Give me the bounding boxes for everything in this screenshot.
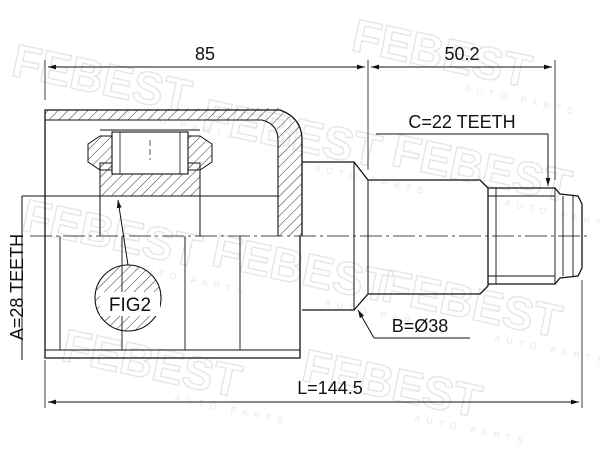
fig2-leader xyxy=(116,199,129,266)
fig2-callout: FIG2 xyxy=(94,199,162,332)
roller-cap-right xyxy=(187,135,213,171)
roller-cap-left xyxy=(87,135,113,171)
watermark-logo: FEBEST AUTO PARTS xyxy=(57,318,289,427)
housing-wall-hatch xyxy=(45,108,302,236)
fig2-label-bg xyxy=(100,292,160,316)
tripod-bearing xyxy=(87,129,213,197)
watermark-brand: FEBEST xyxy=(348,9,536,98)
dim-50-label: 50.2 xyxy=(444,44,479,64)
b-diameter-label: B=Ø38 xyxy=(392,316,449,336)
dim-shaft-diameter: B=Ø38 xyxy=(357,309,470,339)
dim-outer-spline: C=22 TEETH xyxy=(376,112,551,186)
dim-spline-length: 50.2 xyxy=(371,44,556,180)
dim-inner-spline: A=28 TEETH xyxy=(7,195,100,360)
fig2-label: FIG2 xyxy=(109,295,151,316)
dim-85-label: 85 xyxy=(195,44,215,64)
output-shaft xyxy=(302,161,583,311)
housing-outline-lower xyxy=(44,236,301,359)
dim-total-length: L=144.5 xyxy=(44,280,583,408)
leader-line xyxy=(357,309,375,339)
watermark-brand: FEBEST xyxy=(18,189,206,278)
watermark-brand: FEBEST xyxy=(58,319,246,408)
a-teeth-label: A=28 TEETH xyxy=(7,234,27,340)
watermark-logo: FEBEST AUTO PARTS xyxy=(387,123,600,232)
l-length-label: L=144.5 xyxy=(297,378,363,398)
housing-outline-upper xyxy=(44,109,303,236)
housing-inner-bore xyxy=(45,119,279,236)
spline-end-outline xyxy=(488,187,583,285)
c-teeth-label: C=22 TEETH xyxy=(408,112,515,132)
housing xyxy=(44,108,303,359)
dim-housing-length: 85 xyxy=(44,44,369,170)
shaft-outline-lower xyxy=(302,236,489,311)
